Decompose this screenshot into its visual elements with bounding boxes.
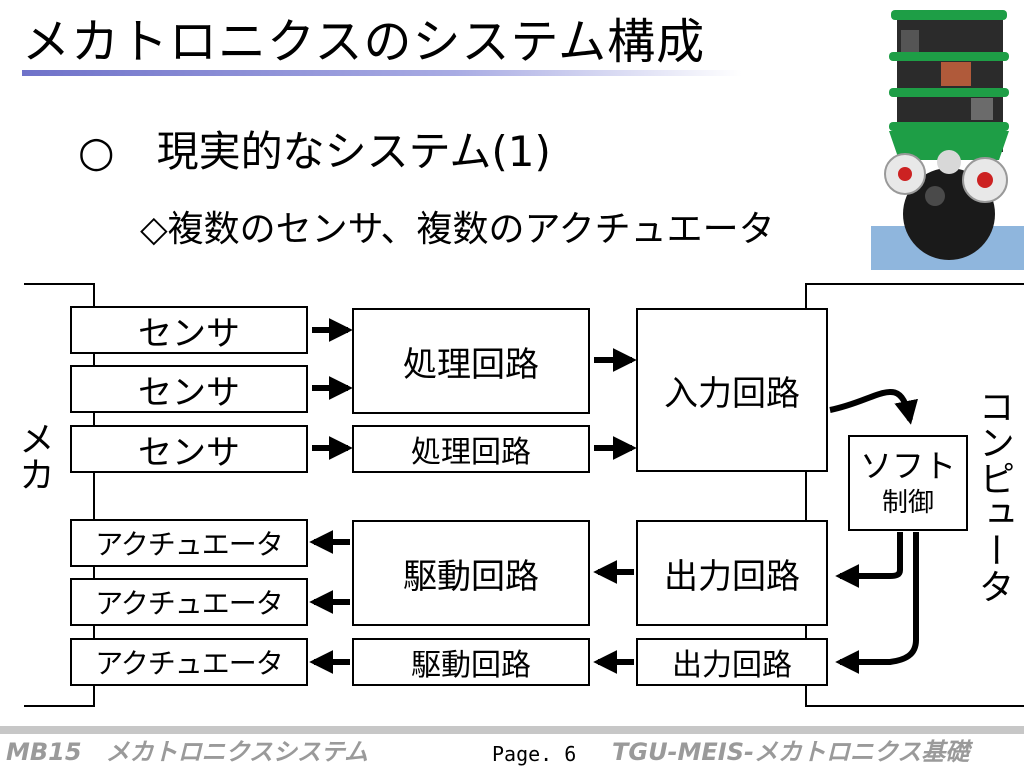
actuator-box: アクチュエータ bbox=[70, 578, 308, 626]
control-label: 制御 bbox=[881, 488, 934, 518]
input-circuit-box: 入力回路 bbox=[636, 308, 828, 472]
arrow-soft-out1 bbox=[835, 532, 903, 588]
sensor-box: センサ bbox=[70, 365, 308, 413]
robot-body bbox=[884, 10, 1009, 260]
sensor-box: センサ bbox=[70, 425, 308, 473]
arrow-input-soft bbox=[829, 388, 918, 425]
diagram-lines bbox=[24, 283, 1024, 707]
output-circuit-box: 出力回路 bbox=[636, 638, 828, 686]
computer-bracket bbox=[805, 283, 1024, 707]
computer-label: コンピュータ bbox=[973, 388, 1014, 604]
drive-circuit-box: 駆動回路 bbox=[352, 520, 590, 626]
slide-title: メカトロニクスのシステム構成 bbox=[22, 14, 706, 70]
software-control-box: ソフト 制御 bbox=[848, 435, 968, 531]
footer-org-label: TGU-MEIS-メカトロニクス基礎 bbox=[612, 738, 970, 766]
footer-page-number: Page. 6 bbox=[492, 742, 577, 766]
actuator-box: アクチュエータ bbox=[70, 519, 308, 567]
output-circuit-box: 出力回路 bbox=[636, 520, 828, 626]
mecha-bracket bbox=[24, 283, 95, 707]
title-underline bbox=[22, 70, 742, 76]
footer-divider bbox=[0, 726, 1024, 734]
footer-course-label: MB15 メカトロニクスシステム bbox=[6, 738, 369, 766]
mecha-label: メカ bbox=[13, 420, 54, 492]
processing-circuit-box: 処理回路 bbox=[352, 308, 590, 414]
actuator-box: アクチュエータ bbox=[70, 638, 308, 686]
software-label: ソフト bbox=[859, 447, 956, 485]
sub-heading: ◇複数のセンサ、複数のアクチュエータ bbox=[140, 209, 775, 250]
system-diagram: メカ コンピュータ センサ センサ センサ アクチュエータ アクチュエータ アク… bbox=[0, 270, 1024, 720]
processing-circuit-box: 処理回路 bbox=[352, 425, 590, 473]
section-heading: ○ 現実的なシステム(1) bbox=[78, 127, 551, 176]
robot-photo bbox=[871, 0, 1024, 270]
drive-circuit-box: 駆動回路 bbox=[352, 638, 590, 686]
sensor-box: センサ bbox=[70, 306, 308, 354]
arrow-soft-out2 bbox=[835, 532, 919, 674]
